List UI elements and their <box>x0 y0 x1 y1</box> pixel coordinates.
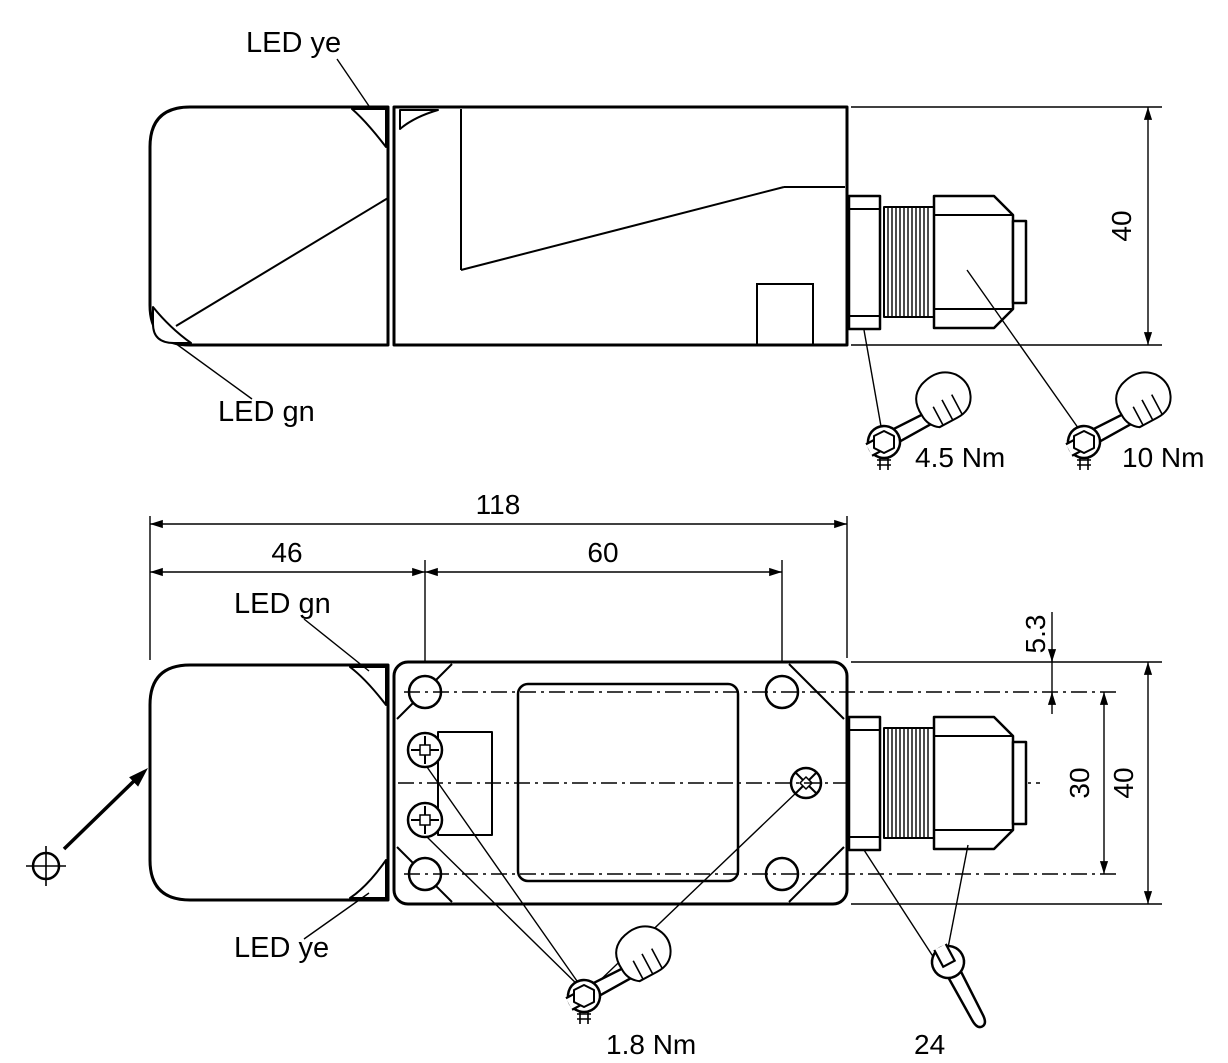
gland-tip <box>1011 740 1028 826</box>
wrench-hand-icon <box>552 917 680 1024</box>
side-view: 40 LED ye LED gn 4.5 Nm 10 Nm <box>148 27 1204 473</box>
led-gn-label: LED gn <box>234 588 331 620</box>
dimension-height-40: 40 <box>851 106 1162 346</box>
gland-nut-edges <box>934 735 1013 831</box>
cable-gland-side <box>847 194 1028 331</box>
housing-cover-edges <box>460 109 845 345</box>
gland-thread-hatch <box>887 728 929 838</box>
gland-locknut <box>847 715 882 852</box>
locknut-edges <box>849 208 880 317</box>
wrench-size-leaders <box>863 844 969 959</box>
housing-corner-window-icon <box>399 109 439 130</box>
sensor-head-top <box>148 663 390 902</box>
led-ye-window-icon <box>349 859 387 899</box>
cover-screw <box>406 801 444 839</box>
head-internal-edge <box>175 197 389 327</box>
led-ye-window-icon <box>351 108 387 148</box>
sensor-head-side <box>148 105 390 347</box>
top-view: 118 46 60 <box>26 489 1162 1060</box>
locknut-edges <box>849 729 880 838</box>
open-end-wrench-icon <box>924 938 998 1036</box>
torque-locknut-label: 4.5 Nm <box>915 442 1005 473</box>
dim-width-value: 40 <box>1108 767 1139 798</box>
gland-thread-hatch <box>887 207 929 317</box>
sensor-housing-side <box>392 105 849 347</box>
led-ye-leader <box>336 58 372 110</box>
led-gn-leader <box>174 342 253 400</box>
torque-gland-label: 10 Nm <box>1122 442 1204 473</box>
led-gn-window-icon <box>152 306 192 344</box>
led-gn-label: LED gn <box>218 396 315 428</box>
led-ye-label: LED ye <box>234 932 329 964</box>
dimension-edge-to-hole-5-3: 5.3 <box>851 612 1162 714</box>
gland-locknut <box>847 194 882 331</box>
sensing-direction <box>26 768 148 886</box>
led-ye-label: LED ye <box>246 27 341 59</box>
led-ye-leader <box>303 892 370 940</box>
gland-torque-leader <box>966 269 1082 433</box>
torque-cover-screws-label: 1.8 Nm <box>606 1029 696 1060</box>
dimension-hole-spacing-30: 30 <box>1064 692 1109 874</box>
dimension-width-40: 40 <box>851 662 1162 905</box>
dim-height-value: 40 <box>1106 210 1137 241</box>
cover-screw <box>406 731 444 769</box>
dim-head-length-value: 46 <box>271 537 302 568</box>
led-gn-leader <box>303 618 370 672</box>
dim-hole-spacing-x-value: 60 <box>587 537 618 568</box>
locknut-torque-leader <box>863 329 883 433</box>
gland-tip <box>1011 219 1028 305</box>
dim-hole-spacing-y-value: 30 <box>1064 767 1095 798</box>
gland-nut-edges <box>934 214 1013 310</box>
dim-total-length-value: 118 <box>476 489 521 520</box>
dim-edge-to-hole-value: 5.3 <box>1020 615 1051 654</box>
dimension-hole-spacing-60: 60 <box>425 537 783 678</box>
dimension-total-length-118: 118 <box>149 489 848 660</box>
wrench-size-label: 24 <box>914 1029 945 1060</box>
cable-gland-top <box>847 715 1028 852</box>
direction-arrowhead-icon <box>129 768 148 787</box>
dimension-head-length-46: 46 <box>150 537 426 678</box>
led-gn-window-icon <box>349 666 387 706</box>
